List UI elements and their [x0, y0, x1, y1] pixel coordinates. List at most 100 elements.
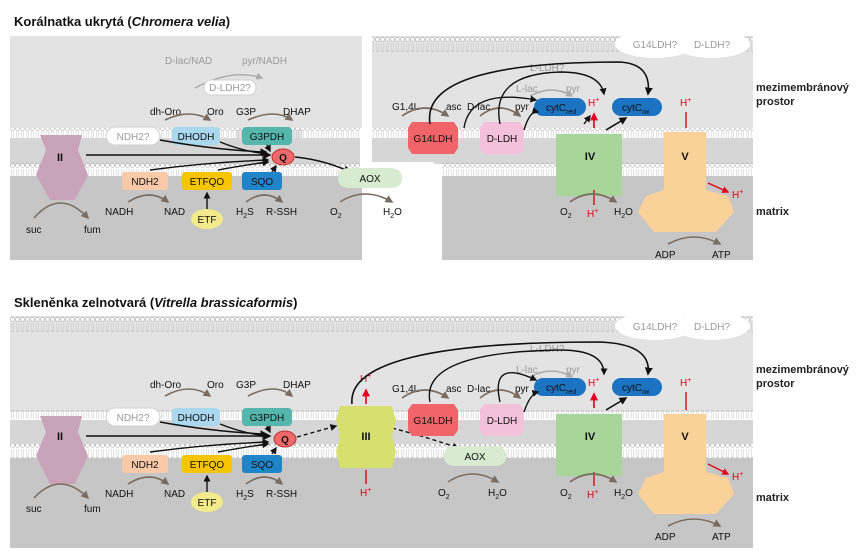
enzyme-g3pdh-2: G3PDH [250, 413, 284, 424]
complex-ii-label-2: II [57, 431, 63, 443]
panel1-title-close: ) [225, 14, 231, 29]
ims-label-1: mezimembránový prostor [756, 81, 849, 109]
metabolite-h2o-aox-2: H2O [488, 488, 507, 501]
proton-v-side-1: H+ [732, 189, 743, 201]
metabolite-h2s: H2S [236, 207, 254, 220]
proton-iii-bottom: H+ [360, 487, 371, 499]
metabolite-o2-aox-2: O2 [438, 488, 450, 501]
metabolite-suc-2: suc [26, 504, 42, 515]
metabolite-dlac-nad: D-lac/NAD [165, 56, 212, 67]
complex-iv-label-2: IV [585, 431, 596, 443]
panel2-title-text: Skleněnka zelnotvará ( [14, 295, 155, 310]
proton-v-top-1: H+ [680, 97, 691, 109]
ims-label-2-line1: mezimembránový [756, 364, 849, 376]
proton-iv-top-1: H+ [588, 97, 599, 109]
metabolite-nad: NAD [164, 207, 185, 218]
metabolite-dh-oro-2: dh-Oro [150, 380, 182, 391]
complex-iv-label-1: IV [585, 151, 596, 163]
metabolite-asc: asc [446, 102, 462, 113]
metabolite-suc: suc [26, 225, 42, 236]
complex-v-label-2: V [681, 431, 689, 443]
panel2-title: Skleněnka zelnotvará (Vitrella brassicaf… [14, 295, 298, 310]
enzyme-sqo: SQO [251, 177, 273, 188]
enzyme-dldhq-1: D-LDH? [694, 40, 731, 51]
metabolite-adp-2: ADP [655, 532, 676, 543]
panel2-diagram: dh-Oro Oro G3P DHAP II suc fum NDH2? DHO… [26, 322, 743, 543]
complex-ii-label-1: II [57, 152, 63, 164]
panel2-title-close: ) [293, 295, 298, 310]
metabolite-dh-oro: dh-Oro [150, 107, 182, 118]
proton-iv-bottom-1: H+ [587, 208, 598, 220]
enzyme-dldh2q: D-LDH2? [209, 83, 251, 94]
enzyme-g14ldh-2: G14LDH [414, 416, 453, 427]
enzyme-q-2: Q [281, 435, 289, 446]
metabolite-o2-iv-1: O2 [560, 207, 572, 220]
panel2-background [10, 312, 753, 548]
proton-iv-top-2: H+ [588, 377, 599, 389]
enzyme-cytc-red-2: cytCred [546, 383, 576, 396]
metabolite-rssh: R-SSH [266, 207, 297, 218]
enzyme-cytc-ox-1: cytCox [622, 103, 650, 116]
panel1-title: Korálnatka ukrytá (Chromera velia) [14, 14, 230, 29]
metabolite-atp-2: ATP [712, 532, 731, 543]
enzyme-sqo-2: SQO [251, 460, 273, 471]
proton-v-side-2: H+ [732, 471, 743, 483]
metabolite-g14l: G1,4L [392, 102, 420, 113]
panel1-title-species: Chromera velia [131, 14, 226, 29]
metabolite-h2o-iv-1: H2O [614, 207, 633, 220]
ims-label-1-line1: mezimembránový [756, 82, 849, 94]
metabolite-adp-1: ADP [655, 250, 676, 261]
proton-iii-top: H+ [360, 373, 371, 385]
enzyme-ndh2-2: NDH2 [131, 460, 159, 471]
enzyme-lldhq: L-LDH? [530, 63, 565, 74]
metabolite-g3p: G3P [236, 107, 256, 118]
enzyme-etf-2: ETF [198, 498, 217, 509]
enzyme-lldhq-2: L-LDH? [530, 344, 565, 355]
ims-label-1-line2: prostor [756, 96, 795, 108]
enzyme-g14ldhq-2: G14LDH? [633, 322, 678, 333]
enzyme-q-1: Q [279, 153, 287, 164]
metabolite-nad-2: NAD [164, 489, 185, 500]
metabolite-g3p-2: G3P [236, 380, 256, 391]
metabolite-pyr: pyr [515, 102, 530, 113]
metabolite-dlac: D-lac [467, 102, 490, 113]
enzyme-ndh2q: NDH2? [117, 132, 150, 143]
metabolite-rssh-2: R-SSH [266, 489, 297, 500]
metabolite-o2: O2 [330, 207, 342, 220]
metabolite-pyr-grey-2: pyr [566, 365, 581, 376]
enzyme-etfqo-2: ETFQO [190, 460, 225, 471]
enzyme-dhodh-2: DHODH [178, 413, 215, 424]
metabolite-llac: L-lac [516, 84, 538, 95]
metabolite-atp-1: ATP [712, 250, 731, 261]
metabolite-nadh-2: NADH [105, 489, 133, 500]
metabolite-dhap: DHAP [283, 107, 311, 118]
complex-iii-label: III [361, 431, 370, 443]
matrix-label-2: matrix [756, 492, 790, 504]
metabolite-dhap-2: DHAP [283, 380, 311, 391]
proton-iv-bottom-2: H+ [587, 489, 598, 501]
panel2-title-species: Vitrella brassicaformis [154, 295, 294, 310]
panel1-title-text: Korálnatka ukrytá ( [14, 14, 132, 29]
metabolite-h2o: H2O [383, 207, 402, 220]
metabolite-nadh: NADH [105, 207, 133, 218]
metabolite-fum-2: fum [84, 504, 101, 515]
metabolite-h2s-2: H2S [236, 489, 254, 502]
enzyme-aox-2: AOX [464, 452, 485, 463]
enzyme-etf: ETF [198, 215, 217, 226]
metabolite-llac-2: L-lac [516, 365, 538, 376]
enzyme-ndh2: NDH2 [131, 177, 159, 188]
metabolite-dlac-2: D-lac [467, 384, 490, 395]
matrix-label-1: matrix [756, 206, 790, 218]
enzyme-etfqo: ETFQO [190, 177, 225, 188]
proton-v-top-2: H+ [680, 377, 691, 389]
metabolite-g14l-2: G1,4L [392, 384, 420, 395]
enzyme-dldh-2: D-LDH [487, 416, 518, 427]
metabolite-pyr-2: pyr [515, 384, 530, 395]
enzyme-cytc-ox-2: cytCox [622, 383, 650, 396]
enzyme-cytc-red-1: cytCred [546, 103, 576, 116]
metabolite-fum: fum [84, 225, 101, 236]
complex-v-label-1: V [681, 151, 689, 163]
metabolite-pyr-nadh: pyr/NADH [242, 56, 287, 67]
metabolite-oro-2: Oro [207, 380, 224, 391]
